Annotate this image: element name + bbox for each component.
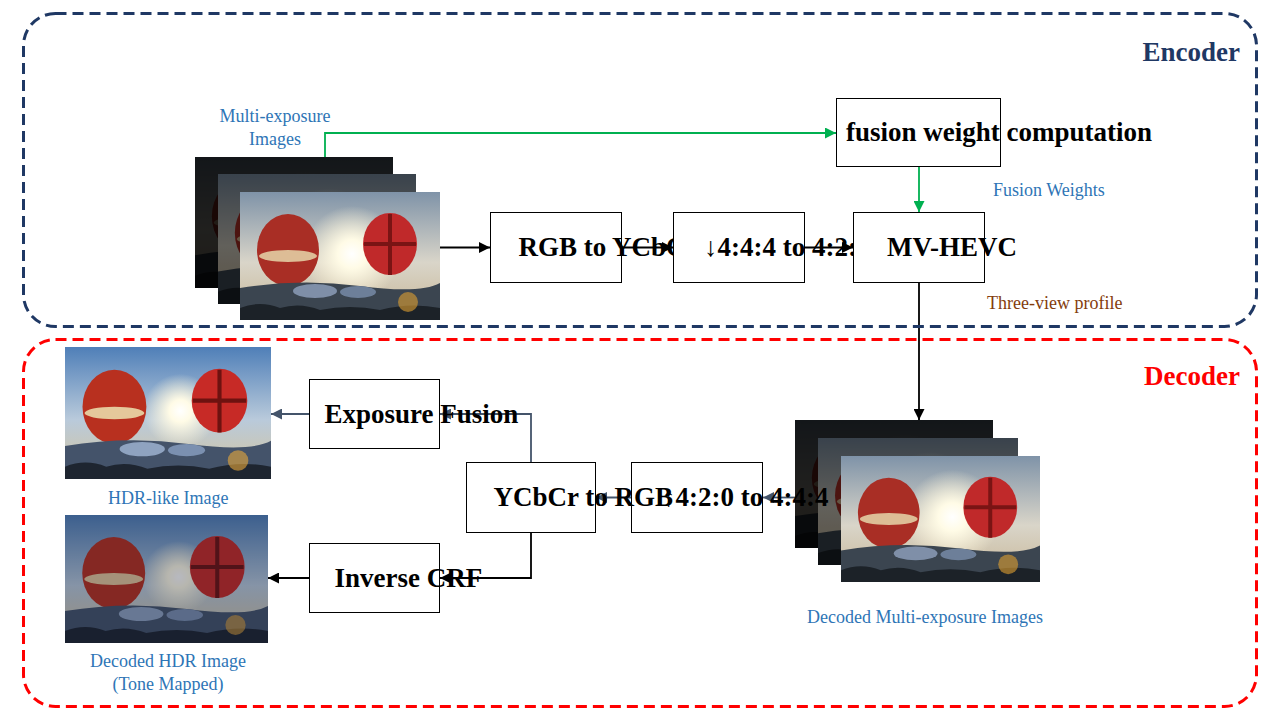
region-band: DecoderDecoded Multi-exposure Images ↑4:2… (22, 338, 1258, 708)
annotation: Fusion Weights (993, 180, 1105, 202)
image-node: Decoded Multi-exposure Images (795, 420, 1040, 582)
box-label: ↓4:4:4 to 4:2:0 (704, 231, 774, 263)
box-label: YCbCr to RGB (494, 481, 569, 513)
box-label: Exposure Fusion (325, 398, 425, 430)
region-title: Encoder (1143, 36, 1241, 68)
process-box: ↓4:4:4 to 4:2:0 (673, 212, 805, 283)
photo (65, 347, 271, 479)
region-band: EncoderMulti-exposure Images fusion weigh… (22, 12, 1258, 328)
box-label: MV-HEVC (887, 231, 951, 263)
image-caption: Decoded Multi-exposure Images (807, 606, 1043, 629)
connector-arrow (918, 167, 920, 212)
connector-arrow (596, 497, 631, 499)
process-box: ↑4:2:0 to 4:4:4 (631, 462, 763, 533)
photo (65, 515, 268, 643)
connector-arrow (271, 413, 309, 415)
process-box: YCbCr to RGB (466, 462, 596, 533)
annotation: Three-view profile (987, 293, 1122, 315)
dashed-border (24, 14, 1257, 327)
connector-arrow (440, 533, 531, 578)
image-node: Multi-exposure Images (195, 157, 440, 320)
connector-arrow (918, 283, 920, 420)
connector-arrow (763, 497, 795, 499)
exposure-shade (65, 515, 268, 643)
process-box: RGB to YCbCr (490, 212, 622, 283)
photo (841, 456, 1040, 582)
box-label: Inverse CRF (335, 562, 415, 594)
process-box: MV-HEVC (853, 212, 985, 283)
connector-arrow (325, 133, 836, 157)
image-caption: Decoded HDR Image (Tone Mapped) (78, 650, 258, 697)
region-outline (22, 12, 1258, 328)
image-caption: HDR-like Image (108, 487, 228, 510)
decoded-image-stack (795, 420, 1040, 582)
box-label: ↑4:2:0 to 4:4:4 (662, 481, 732, 513)
box-label: fusion weight computation (846, 116, 991, 148)
hdr-like-photo (65, 347, 271, 479)
process-box: Inverse CRF (309, 543, 440, 613)
input-image-stack (195, 157, 440, 320)
process-box: fusion weight computation (836, 98, 1001, 167)
connector-arrow (440, 414, 531, 462)
process-box: Exposure Fusion (309, 379, 440, 449)
dashed-border (24, 340, 1257, 707)
region-title: Decoder (1144, 360, 1240, 392)
connector-arrow (440, 247, 490, 249)
connector-arrow (622, 247, 673, 249)
connector-arrow (805, 247, 853, 249)
image-node: Decoded HDR Image (Tone Mapped) (65, 515, 268, 643)
tone-mapped-photo (65, 515, 268, 643)
image-caption: Multi-exposure Images (205, 105, 345, 152)
photo (240, 192, 440, 320)
connector-arrow (268, 577, 309, 579)
image-node: HDR-like Image (65, 347, 271, 479)
box-label: RGB to YCbCr (519, 231, 594, 263)
